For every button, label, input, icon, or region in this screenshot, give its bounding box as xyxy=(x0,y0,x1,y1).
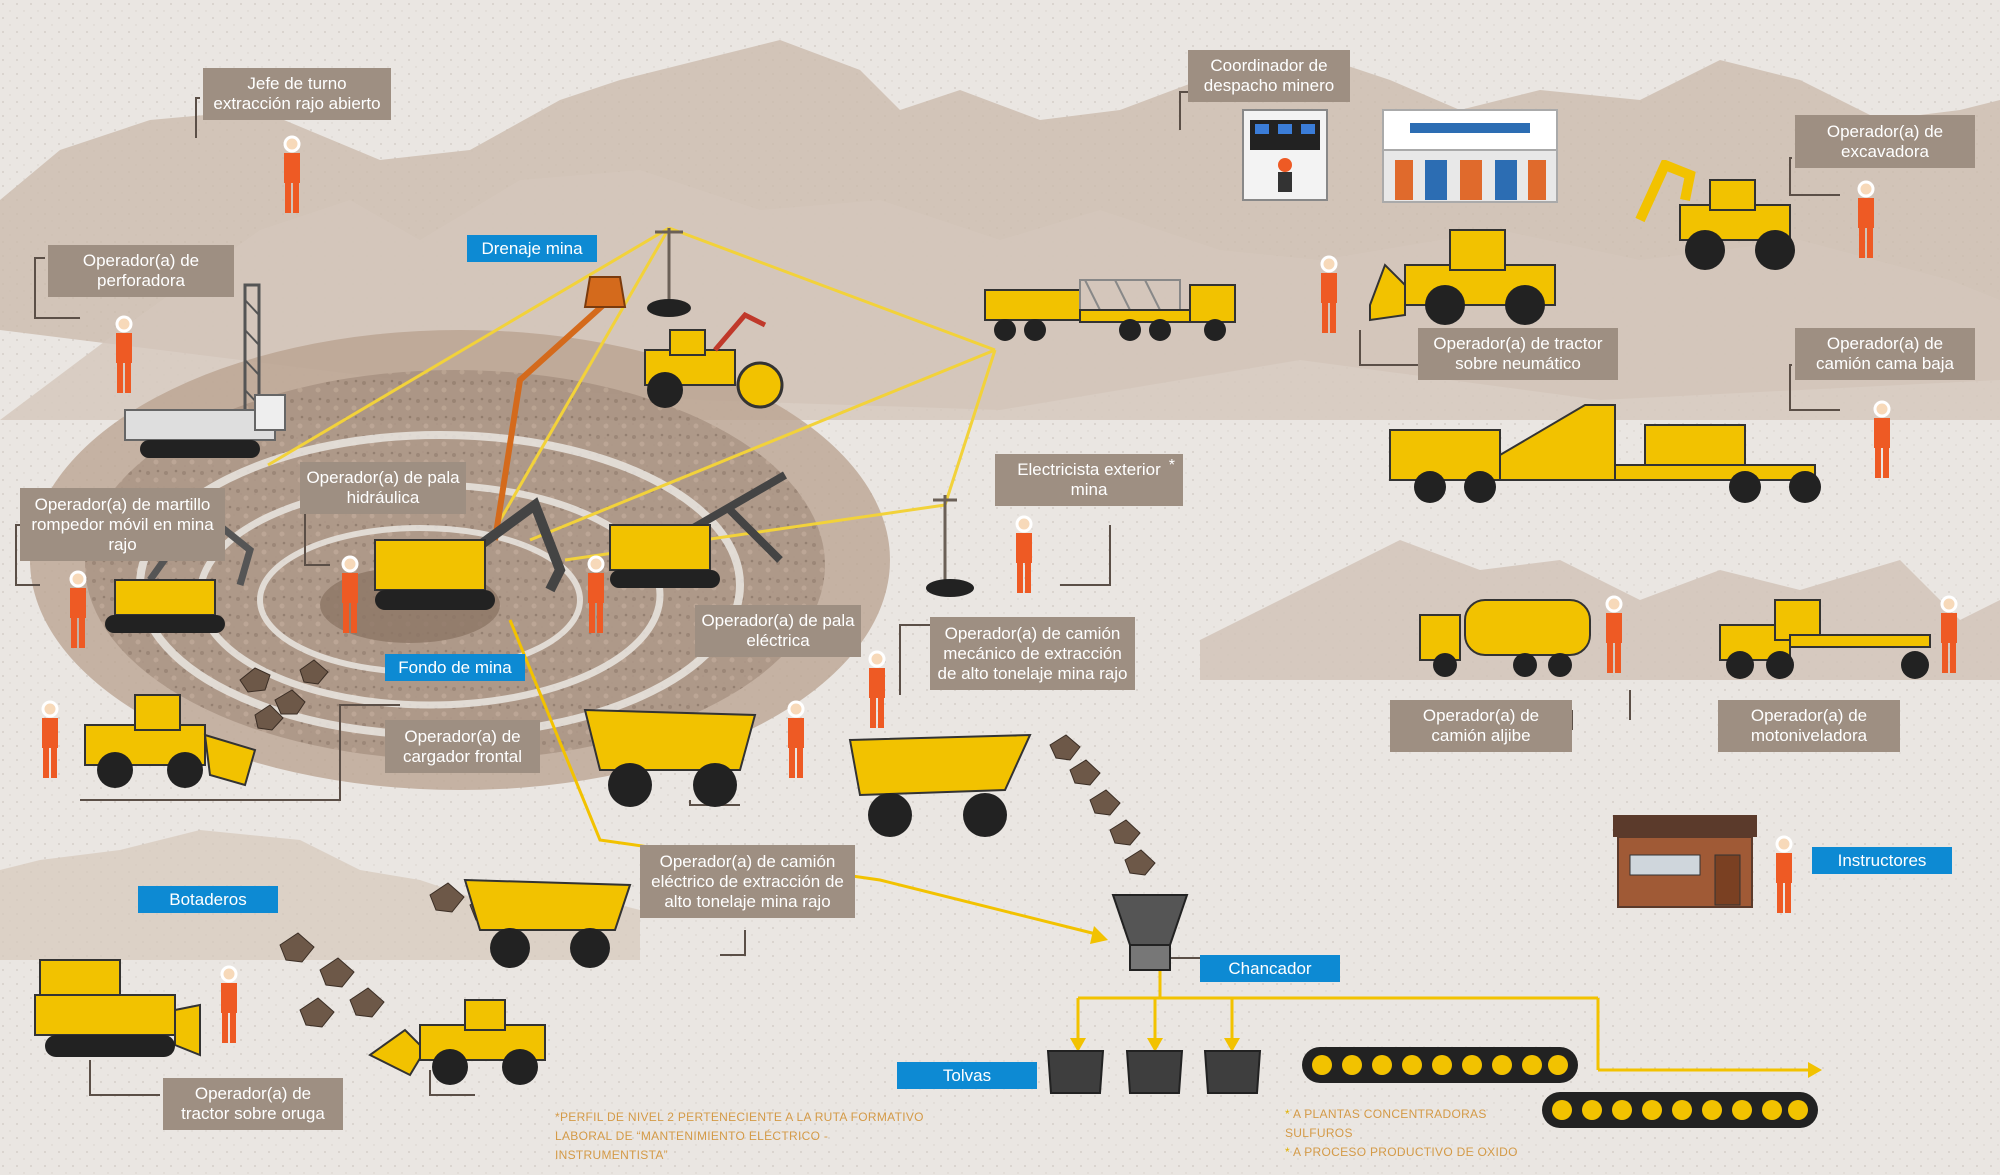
miner-worker-icon xyxy=(1940,595,1958,673)
small-haul-truck-icon xyxy=(463,878,632,968)
label-electricista-text: Electricista exterior mina xyxy=(1017,460,1161,499)
miner-worker-icon xyxy=(341,555,359,633)
miner-worker-icon xyxy=(1320,255,1338,333)
wheel-dozer-icon xyxy=(1369,229,1556,325)
lowboy-truck-with-loader-icon xyxy=(1389,404,1821,503)
label-jefe-turno: Jefe de turno extracción rajo abierto xyxy=(203,68,391,120)
miner-worker-icon xyxy=(69,570,87,648)
front-loader-icon xyxy=(84,694,257,788)
miner-worker-icon xyxy=(1873,400,1891,478)
lowboy-truck-with-substation-icon xyxy=(984,279,1236,341)
label-operador-pala-electrica: Operador(a) de pala eléctrica xyxy=(695,605,861,657)
label-operador-pala-hidraulica: Operador(a) de pala hidráulica xyxy=(300,462,466,514)
water-truck-icon xyxy=(1419,599,1591,677)
note-perfil-line-2: LABORAL DE “MANTENIMIENTO ELÉCTRICO - IN… xyxy=(555,1129,829,1162)
note-planta-line-2: A PROCESO PRODUCTIVO DE OXIDO xyxy=(1292,1145,1518,1159)
miner-worker-icon xyxy=(283,135,301,213)
motor-grader-icon xyxy=(1719,599,1931,679)
crawler-dozer-icon xyxy=(34,959,201,1057)
backhoe-excavator-icon xyxy=(1635,160,1795,270)
pump-icon xyxy=(583,276,627,308)
label-operador-martillo: Operador(a) de martillo rompedor móvil e… xyxy=(20,488,225,561)
label-operador-camion-cama-baja: Operador(a) de camión cama baja xyxy=(1795,328,1975,380)
hydraulic-shovel-icon xyxy=(374,497,566,610)
miner-worker-icon xyxy=(787,700,805,778)
pipe-layer-machine-icon xyxy=(644,311,784,409)
tag-chancador: Chancador xyxy=(1200,955,1340,982)
label-coordinador-despacho: Coordinador de despacho minero xyxy=(1188,50,1350,102)
label-operador-motoniveladora: Operador(a) de motoniveladora xyxy=(1718,700,1900,752)
tag-instructores: Instructores xyxy=(1812,847,1952,874)
miner-worker-icon xyxy=(1775,835,1793,913)
note-planta-line-1: A PLANTAS CONCENTRADORAS SULFUROS xyxy=(1285,1107,1487,1140)
miner-worker-icon xyxy=(115,315,133,393)
control-room-icon xyxy=(1242,109,1328,201)
label-operador-camion-electrico: Operador(a) de camión eléctrico de extra… xyxy=(640,845,855,918)
tag-tolvas: Tolvas xyxy=(897,1062,1037,1089)
miner-worker-icon xyxy=(587,555,605,633)
electric-shovel-icon xyxy=(609,471,788,588)
mechanical-haul-truck-icon xyxy=(848,733,1032,837)
drill-rig-icon xyxy=(124,283,286,458)
instructors-building-icon xyxy=(1613,815,1757,908)
miner-worker-icon xyxy=(1605,595,1623,673)
note-perfil-nivel-2: *PERFIL DE NIVEL 2 PERTENECIENTE A LA RU… xyxy=(555,1108,935,1165)
crusher-hopper-icon xyxy=(1111,894,1189,971)
electricista-asterisk: * xyxy=(1168,457,1175,474)
wheel-loader-icon xyxy=(368,999,546,1085)
miner-worker-icon xyxy=(1857,180,1875,258)
electric-haul-truck-icon xyxy=(583,708,757,807)
label-operador-excavadora: Operador(a) de excavadora xyxy=(1795,115,1975,168)
miner-worker-icon xyxy=(220,965,238,1043)
note-destinos-planta: * A PLANTAS CONCENTRADORAS SULFUROS * A … xyxy=(1285,1105,1545,1162)
miner-worker-icon xyxy=(41,700,59,778)
note-perfil-line-1: *PERFIL DE NIVEL 2 PERTENECIENTE A LA RU… xyxy=(555,1110,924,1124)
tag-fondo-de-mina: Fondo de mina xyxy=(385,654,525,681)
conveyor-belt-icon xyxy=(1542,1092,1818,1128)
note-planta-row-1: * A PLANTAS CONCENTRADORAS SULFUROS xyxy=(1285,1105,1545,1143)
miner-worker-icon xyxy=(1015,515,1033,593)
tag-drenaje-mina: Drenaje mina xyxy=(467,235,597,262)
label-operador-tractor-oruga: Operador(a) de tractor sobre oruga xyxy=(163,1078,343,1130)
label-operador-cargador-frontal: Operador(a) de cargador frontal xyxy=(385,720,540,773)
note-bullet: * xyxy=(1285,1145,1290,1159)
label-operador-tractor-neumatico: Operador(a) de tractor sobre neumático xyxy=(1418,328,1618,380)
label-operador-perforadora: Operador(a) de perforadora xyxy=(48,245,234,297)
label-electricista: Electricista exterior mina * xyxy=(995,454,1183,506)
label-operador-camion-mecanico: Operador(a) de camión mecánico de extrac… xyxy=(930,617,1135,690)
note-bullet: * xyxy=(1285,1107,1290,1121)
note-planta-row-2: * A PROCESO PRODUCTIVO DE OXIDO xyxy=(1285,1143,1545,1162)
miner-worker-icon xyxy=(868,650,886,728)
tag-botaderos: Botaderos xyxy=(138,886,278,913)
storage-bins-icon xyxy=(1046,1050,1262,1094)
conveyor-belt-icon xyxy=(1302,1047,1578,1083)
office-building-icon xyxy=(1382,109,1558,203)
label-operador-camion-aljibe: Operador(a) de camión aljibe xyxy=(1390,700,1572,752)
